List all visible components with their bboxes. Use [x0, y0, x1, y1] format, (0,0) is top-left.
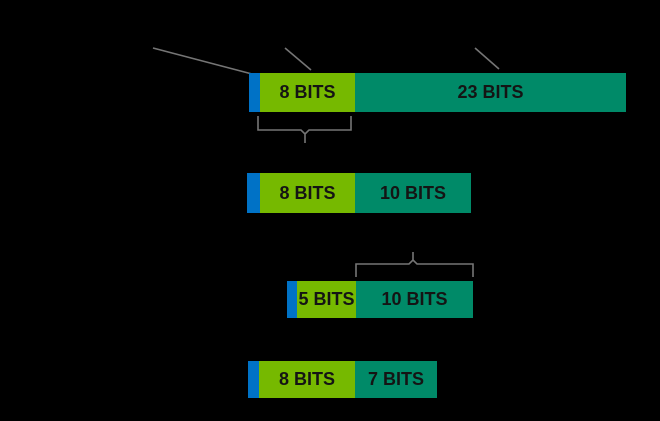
- sign-bit-segment: [248, 361, 259, 398]
- mantissa-bits-segment: 7 BITS: [355, 361, 437, 398]
- format-bar-row-1: 8 BITS 23 BITS: [249, 73, 626, 112]
- sign-bit-segment: [247, 173, 260, 213]
- mantissa-bits-segment: 10 BITS: [356, 281, 473, 318]
- exponent-bits-segment: 8 BITS: [260, 173, 355, 213]
- format-bar-row-2: 8 BITS 10 BITS: [247, 173, 471, 213]
- sign-bit-segment: [249, 73, 260, 112]
- mantissa-bits-segment: 23 BITS: [355, 73, 626, 112]
- exponent-bits-segment: 5 BITS: [297, 281, 356, 318]
- exponent-group-brace: [257, 116, 352, 143]
- format-bar-row-4: 8 BITS 7 BITS: [248, 361, 437, 398]
- sign-bit-segment: [287, 281, 297, 318]
- mantissa-bits-segment: 10 BITS: [355, 173, 471, 213]
- mantissa-pointer-line: [474, 47, 500, 70]
- exponent-bits-segment: 8 BITS: [260, 73, 355, 112]
- sign-pointer-line: [152, 47, 253, 75]
- exponent-bits-segment: 8 BITS: [259, 361, 355, 398]
- exponent-pointer-line: [284, 47, 312, 71]
- format-bar-row-3: 5 BITS 10 BITS: [287, 281, 473, 318]
- precision-group-bracket: [355, 252, 474, 277]
